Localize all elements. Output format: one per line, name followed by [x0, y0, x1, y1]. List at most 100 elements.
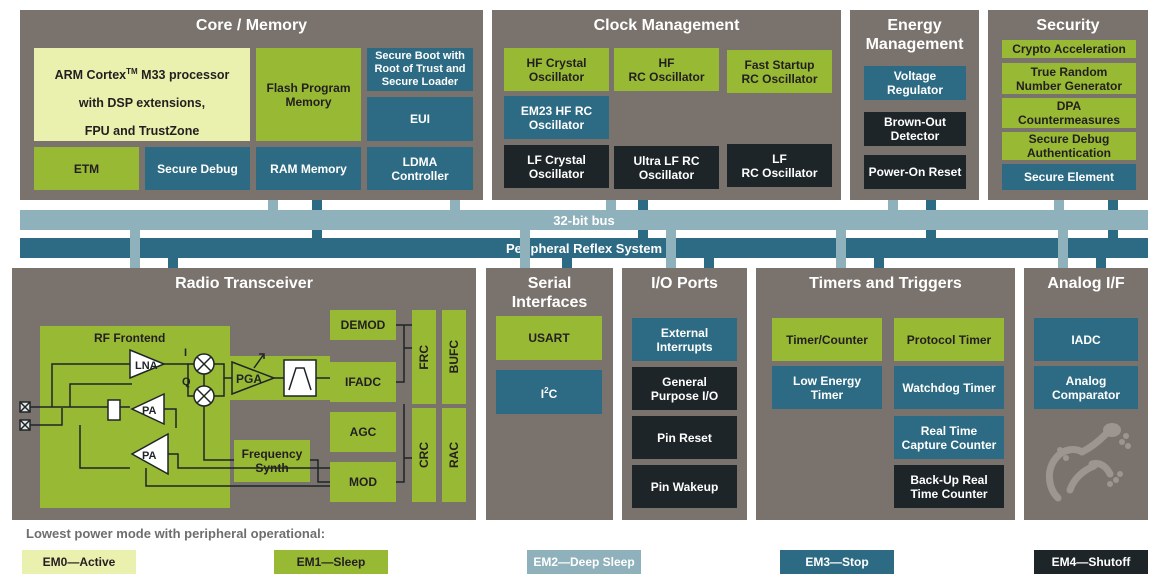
energy-management-title: Energy Management — [865, 17, 964, 53]
security-title: Security — [1036, 17, 1100, 34]
mixer-i-label: I — [184, 347, 187, 359]
bus-connector — [1096, 258, 1106, 268]
voltage-regulator-block: Voltage Regulator — [864, 66, 966, 100]
fast-startup-block: Fast Startup RC Oscillator — [727, 50, 832, 93]
bus-connector — [168, 258, 178, 268]
bus-connector — [450, 200, 460, 210]
arm-cortex-tm: TM — [126, 66, 138, 76]
analog-if-title: Analog I/F — [1047, 275, 1125, 292]
bus-connector — [520, 230, 530, 268]
trng-block: True Random Number Generator — [1002, 63, 1136, 94]
ram-memory-block: RAM Memory — [256, 147, 361, 190]
ultra-lf-rc-block: Ultra LF RC Oscillator — [614, 146, 719, 189]
arm-cortex-line1b: M33 processor — [137, 68, 230, 83]
arm-cortex-line2: with DSP extensions, — [78, 96, 206, 111]
clock-management-title: Clock Management — [593, 17, 740, 34]
serial-interfaces-title: Serial Interfaces — [511, 275, 588, 311]
io-ports-panel: I/O Ports External Interrupts General Pu… — [622, 268, 747, 520]
pa2-label: PA — [142, 450, 157, 462]
mod-block: MOD — [330, 462, 396, 502]
serial-interfaces-panel: Serial Interfaces USART I2C — [486, 268, 613, 520]
pga-label: PGA — [236, 372, 262, 386]
pa1-label: PA — [142, 405, 157, 417]
brown-out-block: Brown-Out Detector — [864, 112, 966, 146]
gpio-block: General Purpose I/O — [632, 367, 737, 410]
legend-em2: EM2—Deep Sleep — [527, 550, 641, 574]
bus-connector — [1054, 200, 1064, 210]
usart-block: USART — [496, 316, 602, 360]
secure-boot-block: Secure Boot with Root of Trust and Secur… — [367, 48, 473, 91]
frc-block: FRC — [412, 310, 436, 404]
bus-connector — [268, 200, 278, 210]
rf-frontend-label: RF Frontend — [94, 331, 166, 345]
legend-em4: EM4—Shutoff — [1034, 550, 1148, 574]
legend-em3-label: EM3—Stop — [805, 555, 869, 569]
demod-block: DEMOD — [330, 310, 396, 340]
dpa-block: DPA Countermeasures — [1002, 98, 1136, 128]
legend-em3: EM3—Stop — [780, 550, 894, 574]
32-bit-bus: 32-bit bus — [20, 210, 1148, 230]
hf-rc-block: HF RC Oscillator — [614, 48, 719, 91]
watchdog-timer-block: Watchdog Timer — [894, 366, 1004, 409]
32-bit-bus-label: 32-bit bus — [553, 212, 615, 228]
secure-debug-auth-block: Secure Debug Authentication — [1002, 132, 1136, 160]
bus-connector — [1058, 230, 1068, 268]
i2c-main: I — [540, 386, 545, 401]
energy-management-panel: Energy Management Voltage Regulator Brow… — [850, 10, 979, 200]
timers-triggers-panel: Timers and Triggers Timer/Counter Protoc… — [756, 268, 1015, 520]
power-on-reset-block: Power-On Reset — [864, 155, 966, 189]
radio-transceiver-panel: Radio Transceiver RF Frontend DEMOD IFAD… — [12, 268, 476, 520]
lna-label: LNA — [135, 360, 158, 372]
i2c-end: C — [548, 386, 558, 401]
bus-connector — [836, 230, 846, 268]
timer-counter-block: Timer/Counter — [772, 318, 882, 361]
arm-cortex-line1: ARM Cortex — [54, 68, 127, 83]
clock-management-panel: Clock Management HF Crystal Oscillator H… — [492, 10, 841, 200]
flash-memory-block: Flash Program Memory — [256, 48, 361, 141]
rtcc-block: Real Time Capture Counter — [894, 416, 1004, 459]
crypto-block: Crypto Acceleration — [1002, 40, 1136, 58]
legend-em1-label: EM1—Sleep — [296, 555, 366, 569]
em23-hf-rc-block: EM23 HF RC Oscillator — [504, 96, 609, 139]
iadc-block: IADC — [1034, 318, 1138, 361]
etm-block: ETM — [34, 147, 139, 190]
rac-block: RAC — [442, 408, 466, 502]
io-ports-title: I/O Ports — [651, 275, 718, 292]
bus-connector — [666, 230, 676, 268]
hf-crystal-block: HF Crystal Oscillator — [504, 48, 609, 91]
peripheral-reflex-system: Peripheral Reflex System — [20, 238, 1148, 258]
ldma-block: LDMA Controller — [367, 147, 473, 190]
eui-block: EUI — [367, 97, 473, 141]
crc-block: CRC — [412, 408, 436, 502]
core-memory-title: Core / Memory — [195, 17, 308, 34]
legend-em0-label: EM0—Active — [42, 555, 116, 569]
bus-connector — [888, 200, 898, 210]
analog-if-panel: Analog I/F IADC Analog Comparator — [1024, 268, 1148, 520]
legend-em0: EM0—Active — [22, 550, 136, 574]
timers-triggers-title: Timers and Triggers — [809, 275, 962, 292]
bufc-block: BUFC — [442, 310, 466, 404]
gecko-logo-icon — [1046, 423, 1131, 502]
analog-comparator-block: Analog Comparator — [1034, 366, 1138, 409]
arm-cortex-block: ARM CortexTM M33 processor with DSP exte… — [34, 48, 250, 141]
agc-block: AGC — [330, 412, 396, 452]
pin-reset-block: Pin Reset — [632, 416, 737, 459]
radio-transceiver-title: Radio Transceiver — [175, 275, 313, 292]
secure-debug-block: Secure Debug — [145, 147, 250, 190]
bus-connector — [704, 258, 714, 268]
bus-connector — [606, 200, 616, 210]
bus-connector — [562, 258, 572, 268]
lf-rc-block: LF RC Oscillator — [727, 144, 832, 187]
protocol-timer-block: Protocol Timer — [894, 318, 1004, 361]
i2c-sup: 2 — [544, 385, 549, 395]
mixer-q-label: Q — [182, 376, 191, 388]
legend-em1: EM1—Sleep — [274, 550, 388, 574]
arm-cortex-line3: FPU and TrustZone — [84, 124, 200, 139]
ifadc-block: IFADC — [330, 362, 396, 402]
core-memory-panel: Core / Memory ARM CortexTM M33 processor… — [20, 10, 483, 200]
security-panel: Security Crypto Acceleration True Random… — [988, 10, 1148, 200]
lf-crystal-block: LF Crystal Oscillator — [504, 145, 609, 188]
backup-rtc-block: Back-Up Real Time Counter — [894, 465, 1004, 508]
bus-connector — [874, 258, 884, 268]
prs-label: Peripheral Reflex System — [505, 240, 663, 256]
